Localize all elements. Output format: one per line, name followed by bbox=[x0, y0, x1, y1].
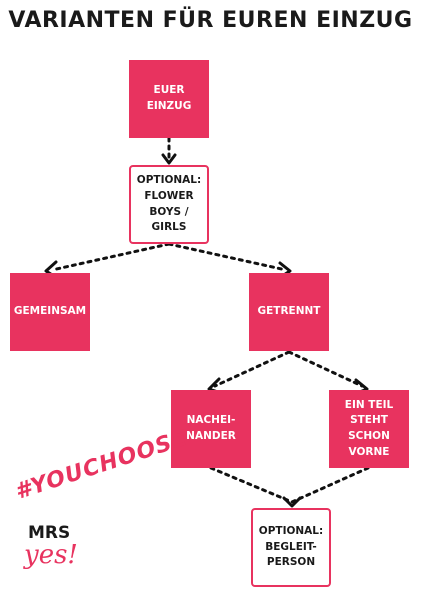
node-getrennt: GETRENNT bbox=[249, 273, 329, 351]
node-gemeinsam: GEMEINSAM bbox=[10, 273, 90, 351]
node-optional-flower-boys-girls: OPTIONAL: FLOWER BOYS / GIRLS bbox=[129, 165, 209, 244]
arrow-getrennt-to-nacheinander bbox=[213, 350, 291, 388]
arrow-flower-to-gemeinsam bbox=[50, 242, 171, 272]
arrow-getrennt-to-einteil bbox=[287, 350, 364, 388]
node-nacheinander: NACHEI- NANDER bbox=[171, 390, 251, 468]
logo-yes-text: yes! bbox=[24, 540, 78, 570]
arrowhead-flower bbox=[161, 153, 177, 165]
arrow-flower-to-getrennt bbox=[167, 242, 288, 272]
arrow-einteil-to-begleit bbox=[290, 466, 370, 504]
node-optional-begleitperson: OPTIONAL: BEGLEIT- PERSON bbox=[251, 508, 331, 587]
node-euer-einzug: EUER EINZUG bbox=[129, 60, 209, 138]
arrowhead-begleit bbox=[282, 496, 302, 508]
node-ein-teil-steht-schon-vorne: EIN TEIL STEHT SCHON VORNE bbox=[329, 390, 409, 468]
page-title: VARIANTEN FÜR EUREN EINZUG bbox=[8, 8, 413, 33]
logo-mrs-text: MRS bbox=[28, 523, 71, 543]
arrow-nacheinander-to-begleit bbox=[209, 466, 294, 504]
